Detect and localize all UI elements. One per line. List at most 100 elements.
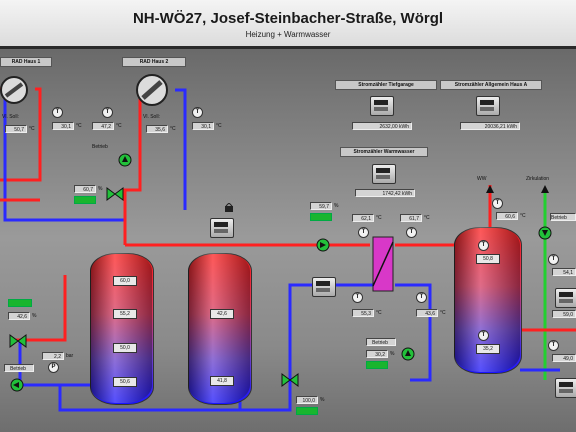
zirk-betrieb-label: Betrieb: [550, 213, 576, 221]
boiler-betrieb-label: Betrieb: [4, 364, 34, 372]
boiler-pct-unit: %: [32, 313, 37, 319]
zirk-control-box-2-icon[interactable]: [555, 378, 576, 398]
control-box-mini-icon: [225, 203, 233, 212]
pressure-value: 2,2: [42, 352, 64, 360]
control-box-icon[interactable]: [210, 218, 234, 238]
heat-exchanger-icon: [372, 236, 394, 292]
rad2-circ-pump-icon[interactable]: [118, 153, 132, 167]
page-title: NH-WÖ27, Josef-Steinbacher-Straße, Wörgl: [132, 10, 444, 27]
rad1-label: RAD Haus 1: [0, 57, 52, 67]
pipe-left-loop: [10, 275, 67, 342]
pipe-rad1-return: [3, 95, 125, 222]
boiler-pct-value: 42,6: [8, 312, 30, 320]
ww-tank-sensor-2: T: [478, 330, 489, 341]
zirk-pump-icon[interactable]: [538, 226, 552, 240]
hx-out-value: 43,6: [416, 309, 438, 317]
pressure-unit: bar: [66, 353, 74, 359]
meter-warmwasser-value: 1742,42 kWh: [355, 189, 415, 197]
hx-control-box-icon[interactable]: [312, 277, 336, 297]
boiler-pump-icon[interactable]: [10, 378, 24, 392]
boiler-valve-icon[interactable]: [9, 334, 27, 348]
rad2-soll-label: Vl. Soll:: [143, 114, 160, 120]
pipe-main-red: [0, 198, 330, 247]
hx-return-sensor: T: [352, 292, 363, 303]
pressure-sensor: P: [48, 362, 59, 373]
zirk-sensor-1: T: [548, 254, 559, 265]
tank1-temp-3: 50,0: [113, 343, 137, 353]
zirk-control-box-icon[interactable]: [555, 288, 576, 308]
zirkulation-arrow-icon: [541, 185, 549, 193]
rad1-return-value: 30,1: [52, 122, 74, 130]
ww-tank-temp-2: 35,2: [476, 344, 500, 354]
meter-warmwasser-icon[interactable]: [372, 164, 396, 184]
meter-warmwasser-label: Stromzähler Warmwasser: [340, 147, 428, 157]
rad2-label: RAD Haus 2: [122, 57, 186, 67]
rad1-pump-icon[interactable]: [0, 76, 28, 104]
rad2-setpoint-unit: °C: [170, 126, 176, 132]
mixer2-value: 59,7: [310, 202, 332, 210]
ww-storage-tank: [454, 227, 522, 374]
ww-tank-temp-1: 50,8: [476, 254, 500, 264]
rad2-pump-icon[interactable]: [135, 73, 169, 107]
rad2-setpoint-value: 35,6: [146, 125, 168, 133]
rad1-return-sensor: T: [52, 107, 63, 118]
ww-outlet-sensor: T: [492, 198, 503, 209]
mixer2-unit: %: [334, 203, 339, 209]
rad2-betrieb-label: Betrieb: [92, 144, 108, 150]
rad2-supply-sensor: T: [102, 107, 113, 118]
hx-pump-icon[interactable]: [316, 238, 330, 252]
pipe-hx-blue: [288, 283, 432, 382]
bottom-pump-unit: %: [320, 397, 325, 403]
mixer1-unit: %: [98, 186, 103, 192]
rad2-return-unit: °C: [216, 123, 222, 129]
ww-return-value: 61,7: [400, 214, 422, 222]
header-bar: NH-WÖ27, Josef-Steinbacher-Straße, Wörgl…: [0, 0, 576, 49]
ww-pump-value: 30,2: [366, 350, 388, 358]
mixer1-valve-icon[interactable]: [106, 187, 124, 201]
ww-supply-unit: °C: [376, 215, 382, 221]
meter-allgemein-icon[interactable]: [476, 96, 500, 116]
bottom-valve-icon[interactable]: [281, 373, 299, 387]
bottom-pump-bar: [296, 407, 318, 415]
ww-outlet-value: 60,6: [496, 212, 518, 220]
ww-pump-betrieb-label: Betrieb: [366, 338, 396, 346]
rad1-soll-label: Vl. Soll:: [2, 114, 19, 120]
ww-return-sensor: T: [406, 227, 417, 238]
pipe-rad2-supply: [123, 90, 142, 245]
mixer2-bar: [310, 213, 332, 221]
ww-supply-value: 62,1: [352, 214, 374, 222]
rad2-return-sensor: T: [192, 107, 203, 118]
mixer1-bar: [74, 196, 96, 204]
meter-tiefgarage-value: 2632,00 kWh: [352, 122, 412, 130]
zirk-value-3: 59,0: [552, 310, 576, 318]
meter-tiefgarage-label: Stromzähler Tiefgarage: [335, 80, 437, 90]
zirkulation-label: Zirkulation: [526, 176, 550, 182]
tank1-temp-1: 60,0: [113, 276, 137, 286]
boiler-bar: [8, 299, 32, 307]
ww-pump-bar: [366, 361, 388, 369]
rad1-supply-unit: °C: [29, 126, 35, 132]
hx-out-sensor: T: [416, 292, 427, 303]
meter-allgemein-value: 20036,21 kWh: [460, 122, 520, 130]
tank2-temp-2: 41,8: [210, 376, 234, 386]
pipe-rad2-return: [175, 88, 187, 210]
rad2-supply-unit: °C: [116, 123, 122, 129]
meter-allgemein-label: Stromzähler Allgemein Haus A: [440, 80, 542, 90]
rad2-return-value: 30,1: [192, 122, 214, 130]
ww-label: WW: [477, 176, 487, 182]
tank1-temp-2: 55,2: [113, 309, 137, 319]
rad1-return-unit: °C: [76, 123, 82, 129]
ww-pump-unit: %: [390, 351, 395, 357]
meter-tiefgarage-icon[interactable]: [370, 96, 394, 116]
hx-return-unit: °C: [376, 310, 382, 316]
ww-return-unit: °C: [424, 215, 430, 221]
zirk-sensor-2: T: [548, 340, 559, 351]
page-subtitle: Heizung + Warmwasser: [245, 30, 331, 39]
zirk-value-2: 49,0: [552, 354, 576, 362]
ww-pump-icon[interactable]: [401, 347, 415, 361]
mixer1-value: 60,7: [74, 185, 96, 193]
bottom-pump-value: 100,0: [296, 396, 318, 404]
zirk-value-1: 54,1: [552, 268, 576, 276]
rad1-supply-value: 50,7: [5, 125, 27, 133]
ww-tank-sensor-1: T: [478, 240, 489, 251]
